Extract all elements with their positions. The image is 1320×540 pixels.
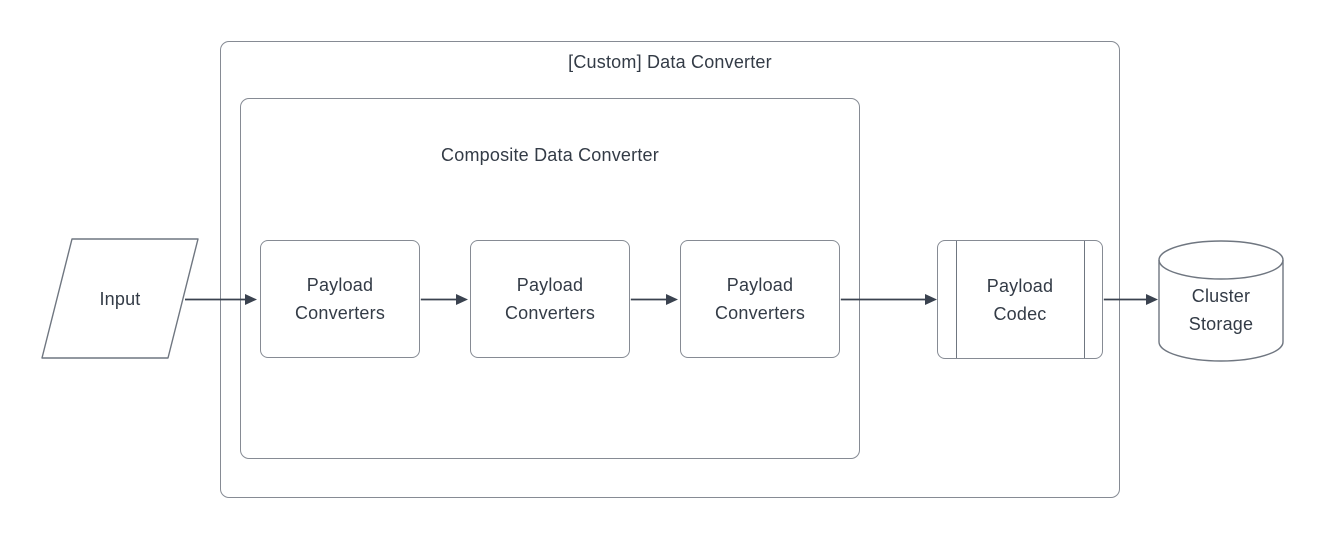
node-payload-converters-2-label: Payload Converters <box>504 275 596 323</box>
node-payload-converters-3 <box>680 240 840 358</box>
arrowhead-icon <box>1146 294 1158 305</box>
cylinder-body <box>1158 240 1284 362</box>
cylinder-top-ellipse <box>1158 259 1284 280</box>
input-parallelogram-shape <box>41 238 199 359</box>
container-composite-data-converter <box>240 98 860 459</box>
container-custom-data-converter-title: [Custom] Data Converter <box>568 52 772 72</box>
parallelogram <box>41 238 199 359</box>
node-payload-converters-1-label: Payload Converters <box>294 275 386 323</box>
node-payload-codec <box>937 240 1103 359</box>
node-payload-codec-label: Payload Codec <box>986 275 1054 324</box>
cluster-storage-cylinder-shape <box>1158 240 1284 362</box>
container-composite-data-converter-title: Composite Data Converter <box>441 145 659 165</box>
node-payload-converters-2 <box>470 240 630 358</box>
node-payload-converters-1 <box>260 240 420 358</box>
node-payload-converters-3-label: Payload Converters <box>714 275 806 323</box>
container-custom-data-converter <box>220 41 1120 498</box>
node-input-label: Input <box>99 288 141 309</box>
predefined-process-right-line <box>1084 241 1085 358</box>
predefined-process-left-line <box>956 241 957 358</box>
node-cluster-storage-label: Cluster Storage <box>1188 286 1254 334</box>
